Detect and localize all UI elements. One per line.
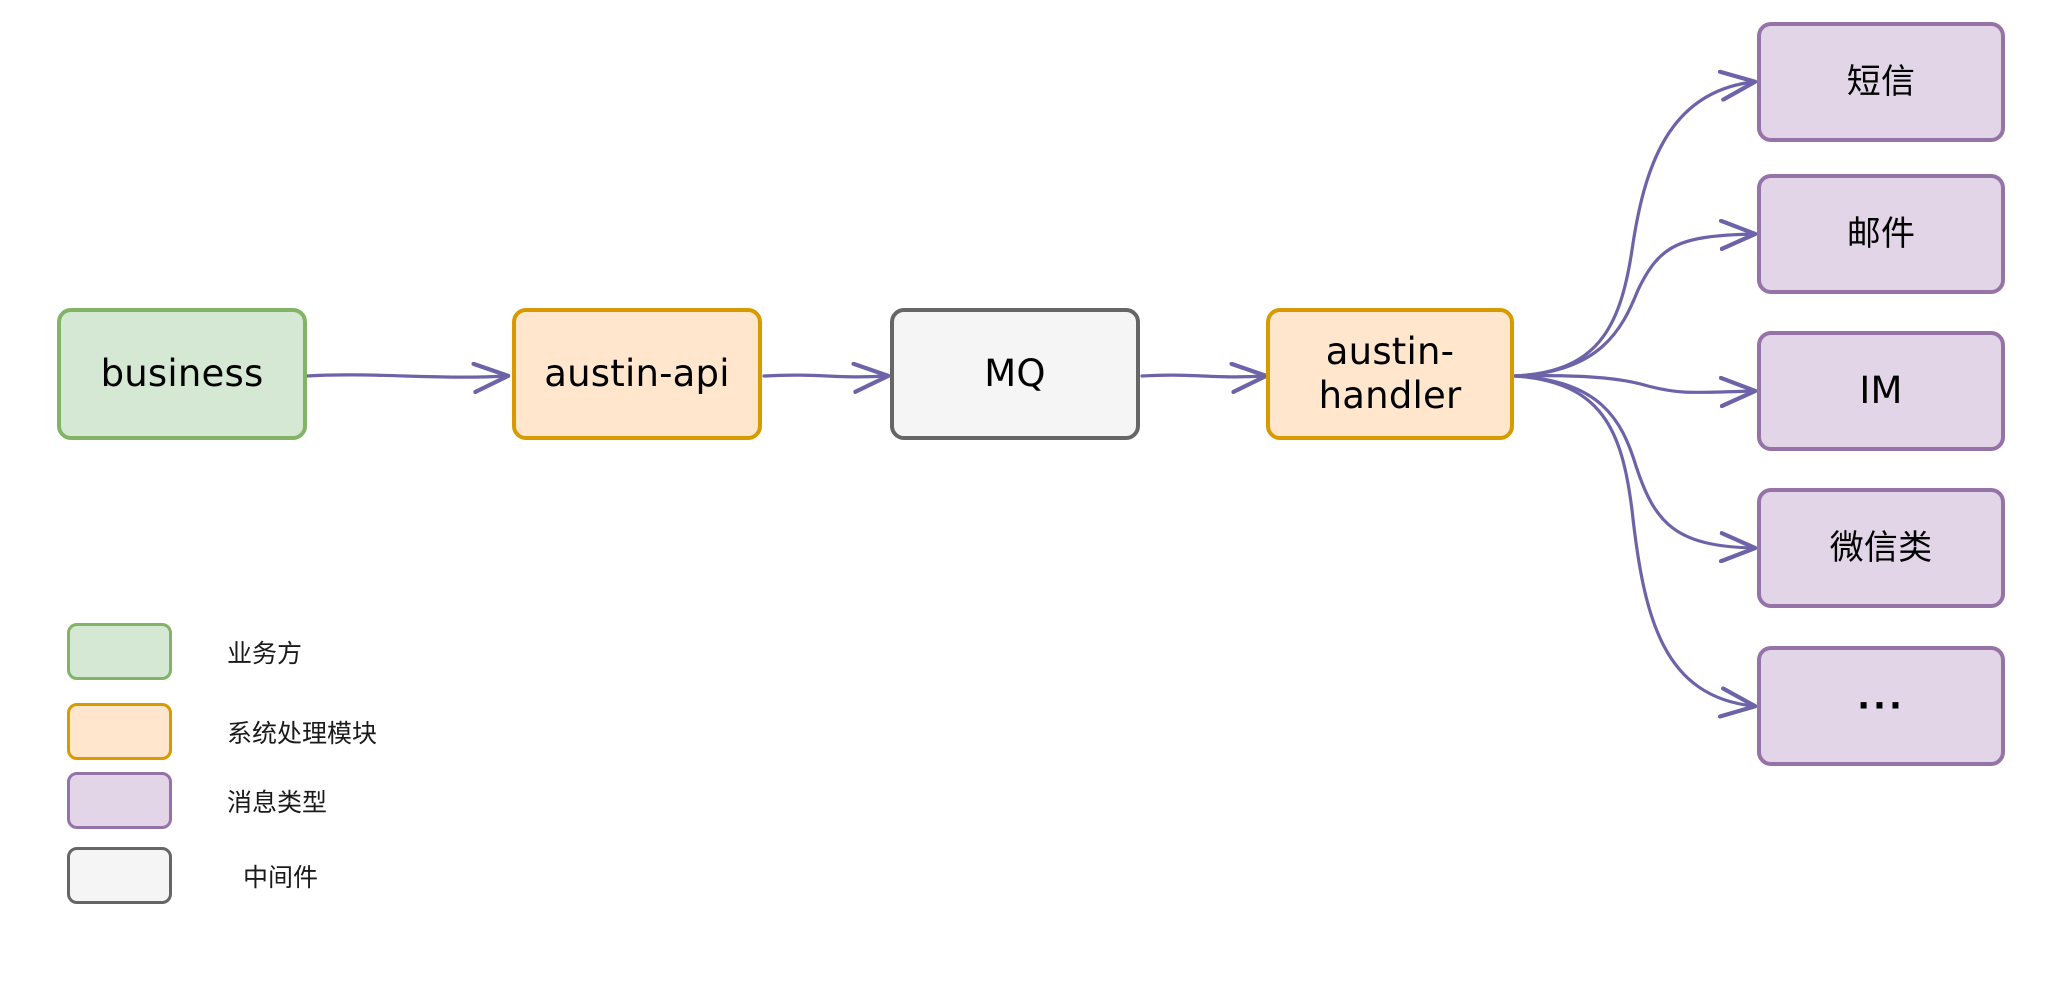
edge-austin-handler-to-im — [1513, 374, 1753, 393]
legend-label-message-type: 消息类型 — [227, 788, 328, 817]
edge-austin-handler-to-sms — [1513, 82, 1753, 378]
node-wechat[interactable]: 微信类 — [1757, 488, 2005, 608]
node-more-label: ··· — [1857, 685, 1905, 726]
legend-label-system-module: 系统处理模块 — [227, 719, 378, 748]
legend-label-middleware: 中间件 — [243, 863, 319, 892]
legend-swatch-system-module — [67, 703, 172, 760]
node-im-label: IM — [1859, 369, 1903, 413]
node-sms[interactable]: 短信 — [1757, 22, 2005, 142]
node-austin-handler[interactable]: austin- handler — [1266, 308, 1514, 440]
node-austin-api-label: austin-api — [544, 352, 730, 396]
node-business-label: business — [100, 352, 264, 396]
edge-austin-handler-to-more — [1513, 374, 1753, 706]
node-sms-label: 短信 — [1846, 61, 1916, 102]
node-email-label: 邮件 — [1846, 213, 1916, 254]
node-austin-api[interactable]: austin-api — [512, 308, 762, 440]
edge-business-to-austin-api — [305, 375, 506, 377]
node-wechat-label: 微信类 — [1829, 527, 1933, 568]
edge-mq-to-austin-handler — [1140, 375, 1264, 377]
node-more[interactable]: ··· — [1757, 646, 2005, 766]
legend-label-business-party: 业务方 — [227, 639, 303, 668]
node-business[interactable]: business — [57, 308, 307, 440]
node-mq[interactable]: MQ — [890, 308, 1140, 440]
node-email[interactable]: 邮件 — [1757, 174, 2005, 294]
legend-swatch-middleware — [67, 847, 172, 904]
legend-swatch-business-party — [67, 623, 172, 680]
edge-austin-api-to-mq — [762, 375, 886, 377]
edge-austin-handler-to-email — [1513, 234, 1753, 378]
node-mq-label: MQ — [984, 352, 1046, 396]
legend-swatch-message-type — [67, 772, 172, 829]
edge-austin-handler-to-wechat — [1513, 374, 1753, 548]
node-im[interactable]: IM — [1757, 331, 2005, 451]
node-austin-handler-label: austin- handler — [1318, 330, 1462, 417]
